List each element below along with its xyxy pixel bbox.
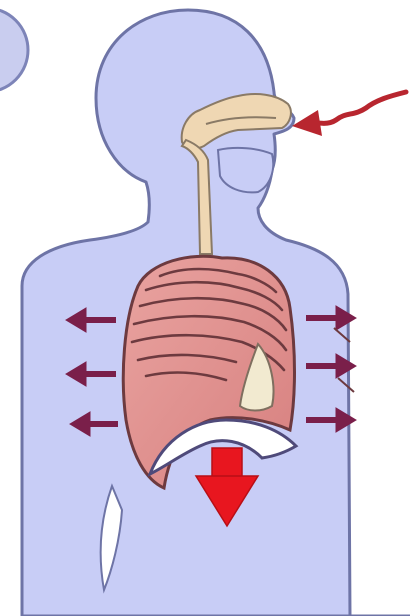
corner-circle: [0, 8, 28, 92]
air-in-arrow: [292, 92, 406, 136]
